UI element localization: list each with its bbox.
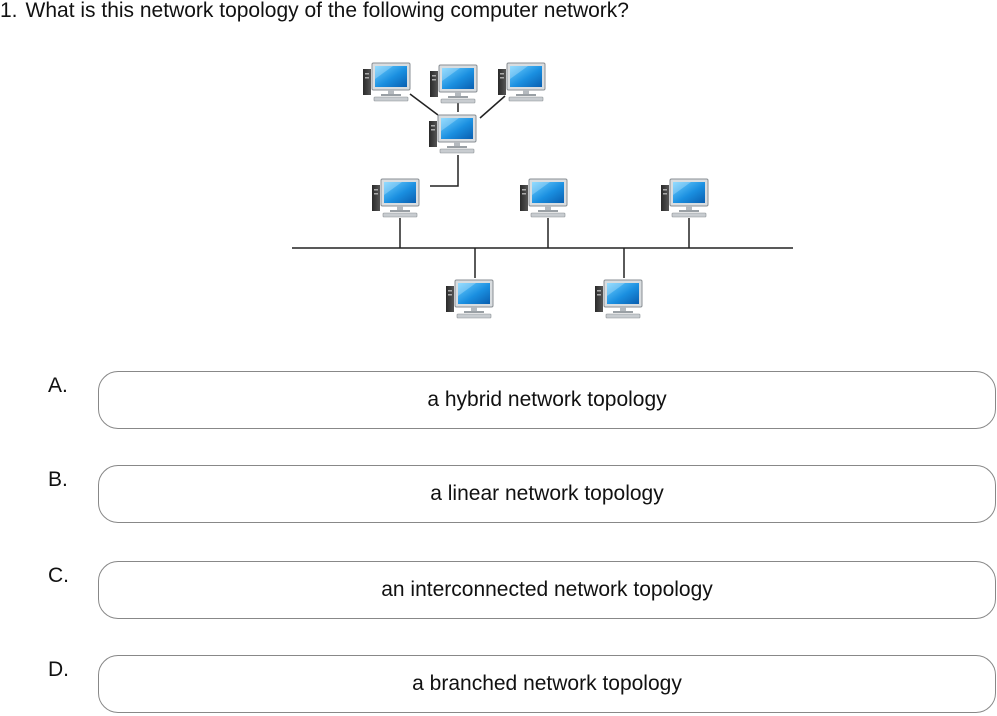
network-diagram: [292, 62, 793, 319]
option-d-letter: D.: [48, 658, 69, 681]
desktop-computer-icon: [497, 62, 546, 102]
desktop-computer-icon: [660, 178, 709, 218]
desktop-computer-icon: [371, 178, 420, 218]
connection-lines: [292, 93, 793, 278]
desktop-computer-icon: [428, 114, 477, 154]
desktop-computer-icon: [519, 178, 568, 218]
option-d-text: a branched network topology: [412, 672, 682, 695]
link-pc3-hub: [479, 95, 506, 119]
option-c-button[interactable]: an interconnected network topology: [98, 561, 996, 619]
option-b-letter: B.: [48, 468, 68, 491]
desktop-computer-icon: [445, 279, 494, 319]
link-hub-pc4: [430, 155, 459, 187]
option-b-button[interactable]: a linear network topology: [98, 465, 996, 523]
option-a-text: a hybrid network topology: [427, 388, 667, 411]
question-text: What is this network topology of the fol…: [25, 0, 629, 22]
question-number: 1.: [0, 0, 18, 22]
desktop-computer-icon: [362, 62, 411, 102]
option-c-text: an interconnected network topology: [381, 578, 713, 601]
desktop-computer-icon: [594, 279, 643, 319]
option-a-button[interactable]: a hybrid network topology: [98, 371, 996, 429]
option-a-letter: A.: [48, 374, 68, 397]
desktop-computer-icon: [429, 64, 478, 104]
question: 1. What is this network topology of the f…: [0, 0, 629, 24]
link-pc1-hub: [409, 93, 439, 116]
option-b-text: a linear network topology: [430, 482, 664, 505]
option-d-button[interactable]: a branched network topology: [98, 655, 996, 713]
option-c-letter: C.: [48, 564, 69, 587]
